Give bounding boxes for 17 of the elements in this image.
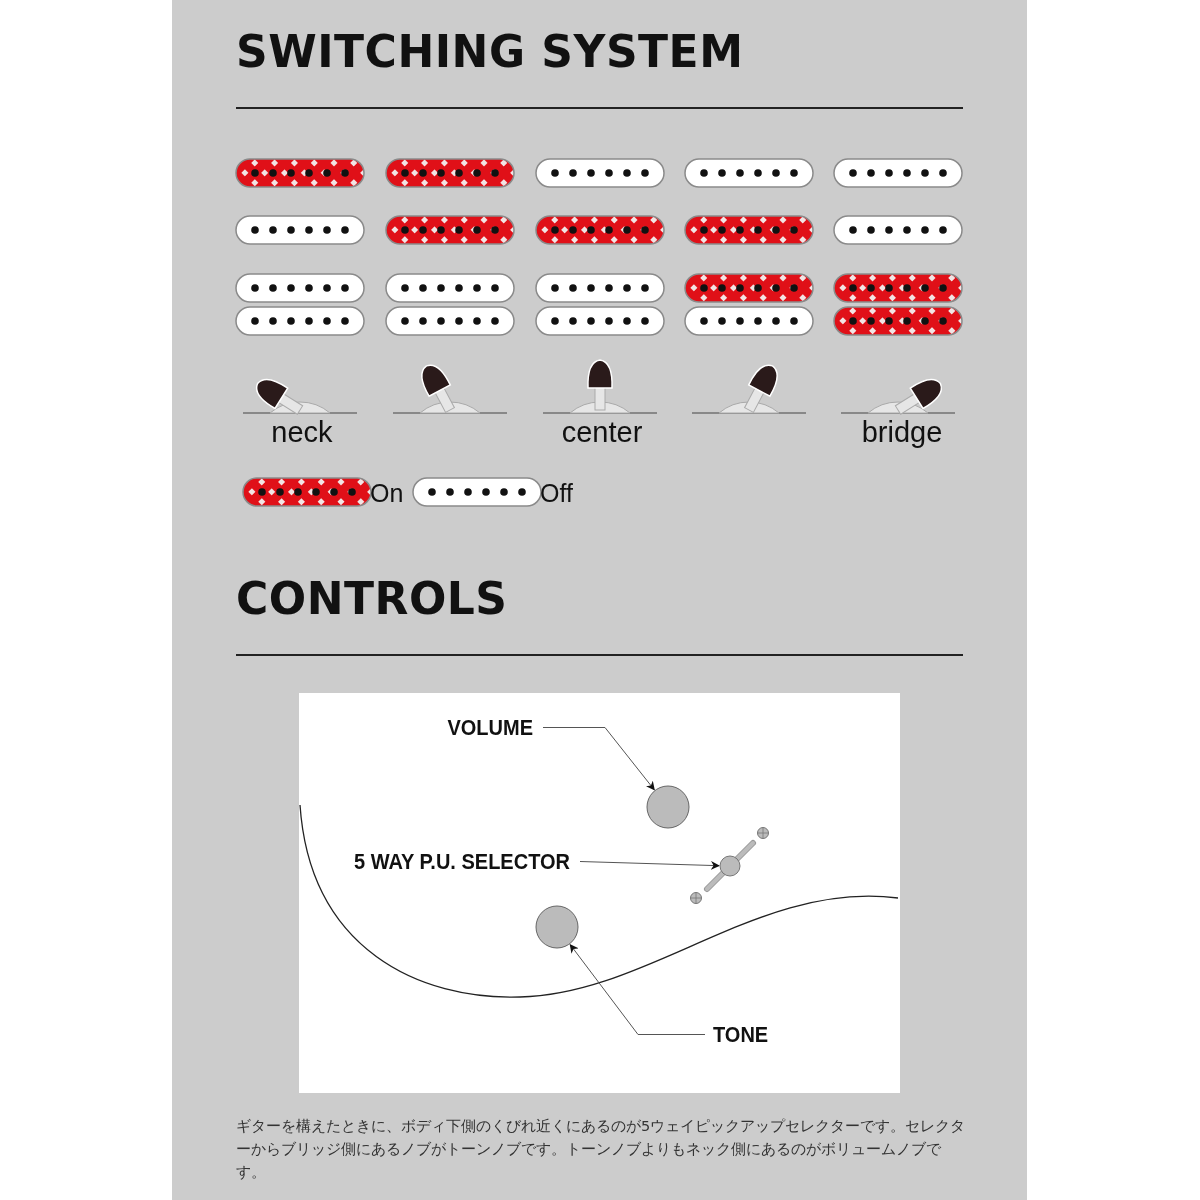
control-label: VOLUME bbox=[447, 715, 533, 740]
position-label: bridge bbox=[860, 416, 944, 449]
legend-label: On bbox=[370, 479, 404, 508]
legend-label: Off bbox=[540, 479, 573, 508]
control-label: 5 WAY P.U. SELECTOR bbox=[354, 849, 570, 874]
control-label: TONE bbox=[713, 1022, 769, 1047]
leader-line bbox=[542, 727, 655, 791]
position-label: neck bbox=[270, 416, 334, 449]
leader-line bbox=[579, 860, 720, 870]
knob-circle bbox=[646, 785, 690, 829]
leader-line bbox=[569, 943, 706, 1035]
position-label: center bbox=[560, 416, 644, 449]
section-heading: SWITCHING SYSTEM bbox=[236, 26, 744, 77]
caption-text: ギターを構えたときに、ボディ下側のくびれ近くにあるのが5ウェイピックアップセレクターです。セレクターからブリッジ側にあるノブがトーンノブです。トーンノブよりもネック側にあるのがボリュームノブです。 bbox=[236, 1117, 966, 1182]
selector-switch-icon bbox=[690, 828, 770, 904]
knob-circle bbox=[535, 905, 579, 949]
section-heading: CONTROLS bbox=[236, 573, 508, 624]
